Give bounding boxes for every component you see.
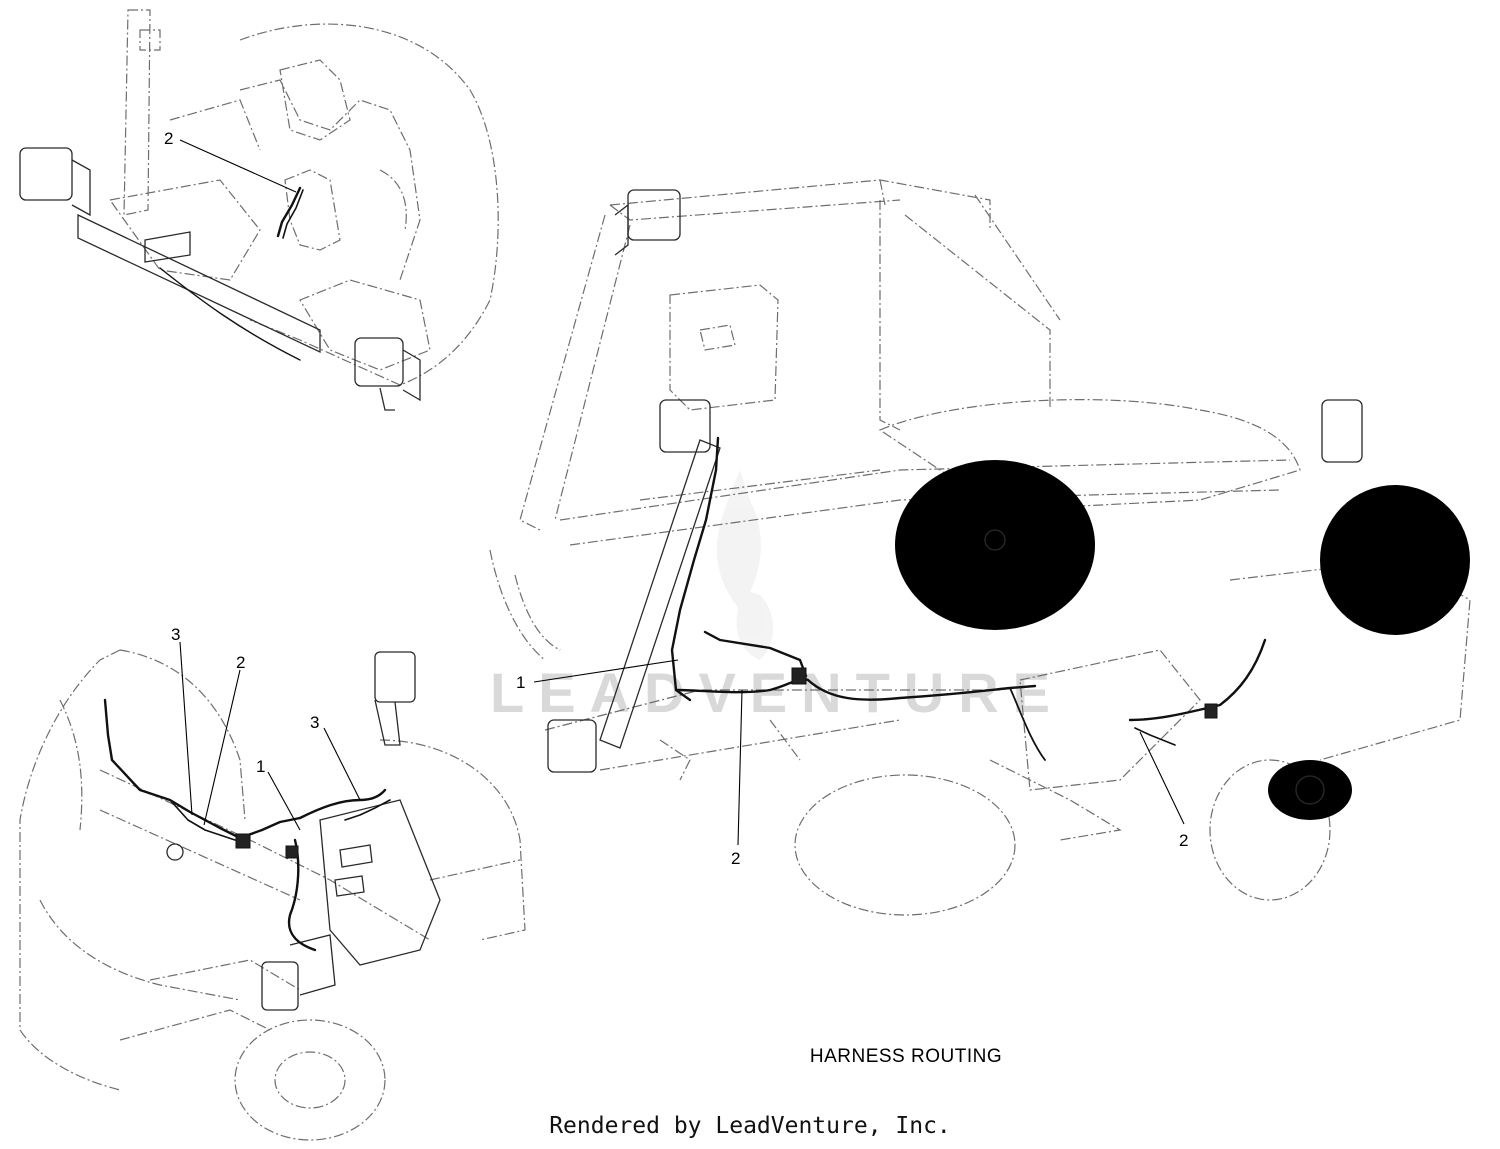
- bottom-detail-harness: [103, 698, 391, 952]
- main-view-solid: [547, 189, 1470, 820]
- connector-icon: [285, 845, 299, 859]
- bottom-headlight-top-icon: [374, 651, 416, 703]
- callout-bottom-3a: 3: [171, 625, 180, 644]
- rear-headlight-icon: [1321, 399, 1363, 463]
- callout-main-2a: 2: [731, 849, 740, 868]
- top-detail-solid: [19, 147, 421, 411]
- leader-bottom-3a: [179, 641, 193, 816]
- footer-credit: Rendered by LeadVenture, Inc.: [549, 1113, 951, 1139]
- leader-bottom-2: [203, 669, 241, 826]
- main-view-frame: [489, 179, 1471, 916]
- callout-bottom-2: 2: [236, 653, 245, 672]
- connector-icon: [791, 667, 807, 685]
- connector-icon: [235, 833, 251, 849]
- headlight-right-icon: [354, 337, 404, 387]
- bottom-detail-view: [19, 649, 526, 1141]
- top-detail-view: [108, 9, 499, 386]
- leader-bottom-3b: [323, 727, 361, 801]
- leader-bottom-1: [267, 771, 301, 831]
- leader-main-2a: [737, 689, 743, 846]
- watermark-logo: [716, 470, 774, 660]
- callout-main-1: 1: [516, 673, 525, 692]
- callout-bottom-3b: 3: [310, 713, 319, 732]
- leader-top-2: [179, 139, 297, 193]
- bottom-headlight-lower-icon: [261, 961, 299, 1011]
- leader-main-1: [533, 659, 679, 683]
- headlight-left-icon: [19, 147, 73, 201]
- leader-main-2b: [1139, 731, 1185, 825]
- top-detail-harness: [159, 186, 304, 361]
- main-view-harness: [670, 436, 1267, 761]
- callout-top-2: 2: [164, 129, 173, 148]
- cage-headlight-icon: [627, 189, 681, 241]
- front-headlight-mid-icon: [659, 399, 711, 453]
- callout-main-2b: 2: [1179, 831, 1188, 850]
- bottom-detail-solid: [166, 651, 441, 1011]
- connector-icon: [1204, 703, 1218, 719]
- callout-bottom-1: 1: [256, 757, 265, 776]
- diagram-caption: HARNESS ROUTING: [809, 1046, 1003, 1067]
- front-headlight-left-icon: [547, 719, 597, 773]
